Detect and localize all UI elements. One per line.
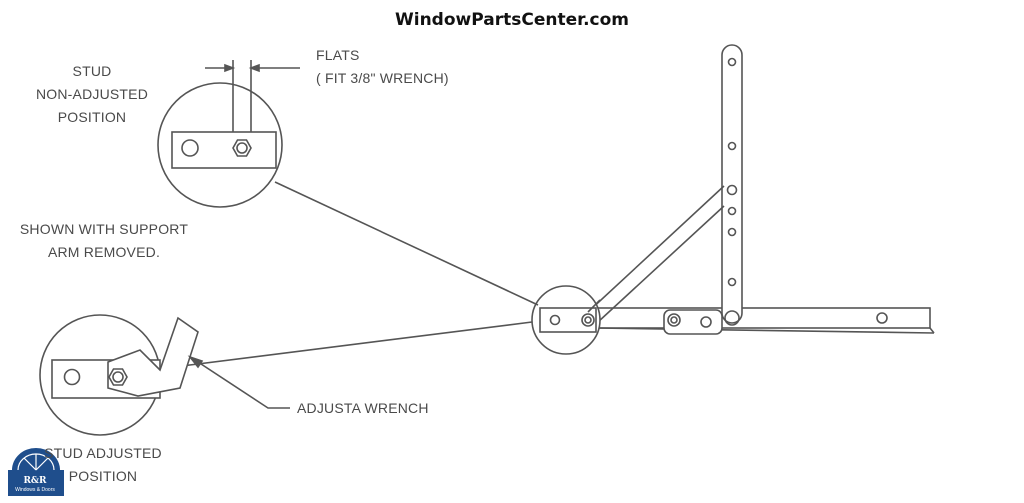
logo-subtitle: Windows & Doors (15, 487, 55, 493)
stud-adjusted-label: STUD ADJUSTED POSITION (28, 442, 178, 488)
support-arm (587, 185, 725, 313)
stud-non-adjusted-line3: POSITION (57, 109, 127, 125)
flats-label-line2: ( FIT 3/8" WRENCH) (316, 70, 449, 86)
logo-name: R&R (23, 476, 47, 486)
shown-note-line2: ARM REMOVED. (47, 244, 161, 260)
stud-adjusted-line2: POSITION (68, 468, 138, 484)
shown-note-label: SHOWN WITH SUPPORT ARM REMOVED. (4, 218, 204, 264)
stud-non-adjusted-line2: NON-ADJUSTED (35, 86, 149, 102)
arm-pivot (724, 310, 740, 326)
adjusta-wrench-label: ADJUSTA WRENCH (297, 400, 429, 416)
site-title[interactable]: WindowPartsCenter.com (395, 10, 629, 30)
shown-note-line1: SHOWN WITH SUPPORT (19, 221, 189, 237)
track-hole (876, 312, 888, 324)
stud-non-adjusted-label: STUD NON-ADJUSTED POSITION (22, 60, 162, 129)
flats-label-line1: FLATS (316, 47, 360, 63)
adjusta-wrench-leader (197, 361, 290, 409)
stud-adjusted-line1: STUD ADJUSTED (44, 445, 162, 461)
leader-line-bottom (149, 321, 533, 371)
stud-non-adjusted-line1: STUD (72, 63, 112, 79)
adjusta-wrench-shape (107, 316, 199, 397)
track-rail (595, 307, 931, 329)
flats-label: FLATS ( FIT 3/8" WRENCH) (316, 44, 449, 90)
leader-line-top (274, 181, 539, 306)
sash-arm (721, 44, 743, 324)
track-bottom-edge (595, 327, 935, 334)
rr-logo-mark (8, 448, 64, 496)
